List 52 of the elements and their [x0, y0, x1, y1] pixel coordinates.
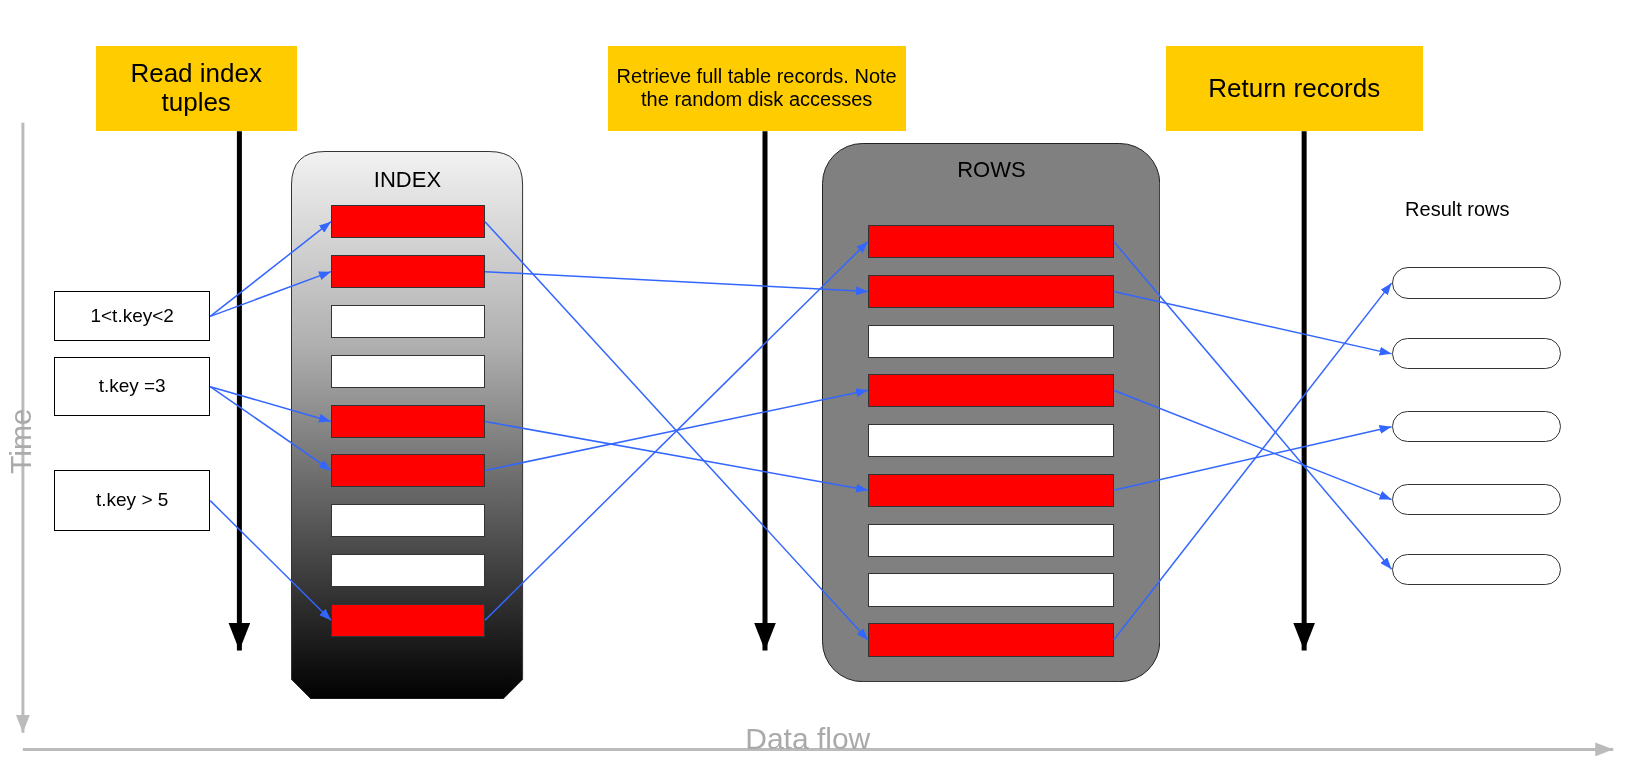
record-bar [330, 354, 485, 389]
query-box: 1<t.key<2 [54, 291, 211, 342]
record-bar [330, 453, 485, 488]
arrow [1112, 290, 1393, 356]
arrow [484, 270, 869, 296]
arrow [209, 499, 332, 622]
result-slot [1391, 267, 1562, 299]
record-bar [868, 274, 1114, 309]
note-box: Retrieve full table records. Note the random disk accesses [607, 45, 906, 132]
record-bar [868, 523, 1114, 557]
arrow [484, 388, 869, 472]
arrow [209, 270, 332, 318]
arrow [754, 131, 776, 651]
result-slot [1391, 411, 1562, 443]
arrow [228, 131, 251, 651]
arrow [1112, 425, 1393, 491]
header-label: Result rows [1405, 197, 1510, 221]
index-panel [291, 150, 524, 700]
arrow [484, 420, 869, 493]
result-slot [1391, 483, 1562, 516]
record-bar [330, 304, 485, 339]
result-slot [1391, 553, 1562, 585]
record-bar [330, 553, 485, 587]
arrow [209, 385, 332, 423]
record-bar [868, 573, 1114, 607]
query-box: t.key > 5 [54, 470, 211, 531]
result-slot [1391, 338, 1562, 370]
record-bar [868, 373, 1114, 407]
arrow [209, 220, 332, 318]
axis-label: Data flow [745, 722, 871, 757]
axis-label: Time [4, 408, 39, 475]
record-bar [868, 473, 1114, 507]
record-bar [330, 255, 485, 289]
record-bar [868, 324, 1114, 358]
query-box: t.key =3 [54, 357, 211, 417]
note-box: Return records [1165, 45, 1423, 132]
record-bar [330, 404, 485, 439]
panel-title: ROWS [957, 156, 1026, 183]
arrow [1112, 282, 1393, 641]
record-bar [868, 423, 1114, 457]
panel-title: INDEX [373, 166, 442, 193]
record-bar [330, 603, 485, 637]
record-bar [330, 503, 485, 538]
record-bar [330, 205, 485, 239]
note-box: Read index tuples [95, 45, 297, 132]
record-bar [868, 224, 1114, 259]
table-panel [822, 142, 1161, 682]
arrow [209, 385, 332, 472]
arrow [1293, 131, 1316, 651]
arrow [1112, 240, 1393, 571]
arrow [1112, 389, 1393, 501]
record-bar [868, 623, 1114, 657]
